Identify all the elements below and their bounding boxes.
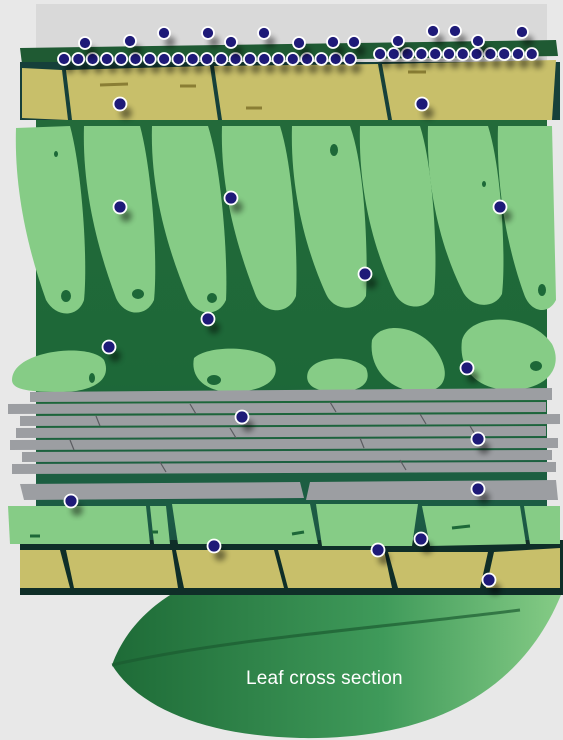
navy-dot-icon — [415, 533, 428, 546]
navy-dot-icon — [516, 26, 528, 38]
navy-dot-icon — [101, 53, 113, 65]
navy-dot-icon — [202, 313, 215, 326]
navy-dot-icon — [244, 53, 256, 65]
navy-dot-icon — [258, 53, 270, 65]
navy-dot-icon — [526, 48, 538, 60]
navy-dot-icon — [187, 53, 199, 65]
navy-dot-icon — [115, 53, 127, 65]
navy-dot-icon — [472, 433, 485, 446]
navy-dot-icon — [225, 36, 237, 48]
navy-dot-icon — [429, 48, 441, 60]
navy-dot-icon — [392, 35, 404, 47]
navy-dot-icon — [103, 341, 116, 354]
navy-dot-icon — [327, 36, 339, 48]
navy-dot-icon — [79, 37, 91, 49]
navy-dot-icon — [273, 53, 285, 65]
navy-dot-icon — [287, 53, 299, 65]
navy-dot-icon — [158, 53, 170, 65]
navy-dot-icon — [388, 48, 400, 60]
navy-dot-icon — [114, 98, 127, 111]
navy-dot-icon — [415, 48, 427, 60]
navy-dot-icon — [374, 48, 386, 60]
navy-dot-icon — [498, 48, 510, 60]
navy-dot-icon — [236, 411, 249, 424]
navy-dot-icon — [344, 53, 356, 65]
navy-dot-icon — [416, 98, 429, 111]
navy-dot-icon — [472, 35, 484, 47]
navy-dot-icon — [443, 48, 455, 60]
navy-dot-icon — [315, 53, 327, 65]
navy-dot-icon — [483, 574, 496, 587]
navy-dot-icon — [372, 544, 385, 557]
navy-dot-icon — [472, 483, 485, 496]
navy-dot-icon — [293, 37, 305, 49]
navy-dot-icon — [215, 53, 227, 65]
lower-epidermis — [20, 548, 560, 588]
navy-dot-icon — [225, 192, 238, 205]
navy-dot-icon — [201, 53, 213, 65]
navy-dot-icon — [208, 540, 221, 553]
navy-dot-icon — [461, 362, 474, 375]
navy-dot-icon — [457, 48, 469, 60]
navy-dot-icon — [72, 53, 84, 65]
navy-dot-icon — [348, 36, 360, 48]
navy-dot-icon — [427, 25, 439, 37]
navy-dot-icon — [359, 268, 372, 281]
diagram-caption: Leaf cross section — [246, 668, 403, 690]
navy-dot-icon — [124, 35, 136, 47]
navy-dot-icon — [202, 27, 214, 39]
navy-dot-icon — [58, 53, 70, 65]
navy-dot-icon — [258, 27, 270, 39]
navy-dot-icon — [144, 53, 156, 65]
navy-dot-icon — [172, 53, 184, 65]
navy-dot-icon — [114, 201, 127, 214]
navy-dot-icon — [512, 48, 524, 60]
navy-dot-icon — [494, 201, 507, 214]
navy-dot-icon — [449, 25, 461, 37]
navy-dot-icon — [65, 495, 78, 508]
lower-green-cells — [8, 504, 560, 546]
navy-dot-icon — [158, 27, 170, 39]
